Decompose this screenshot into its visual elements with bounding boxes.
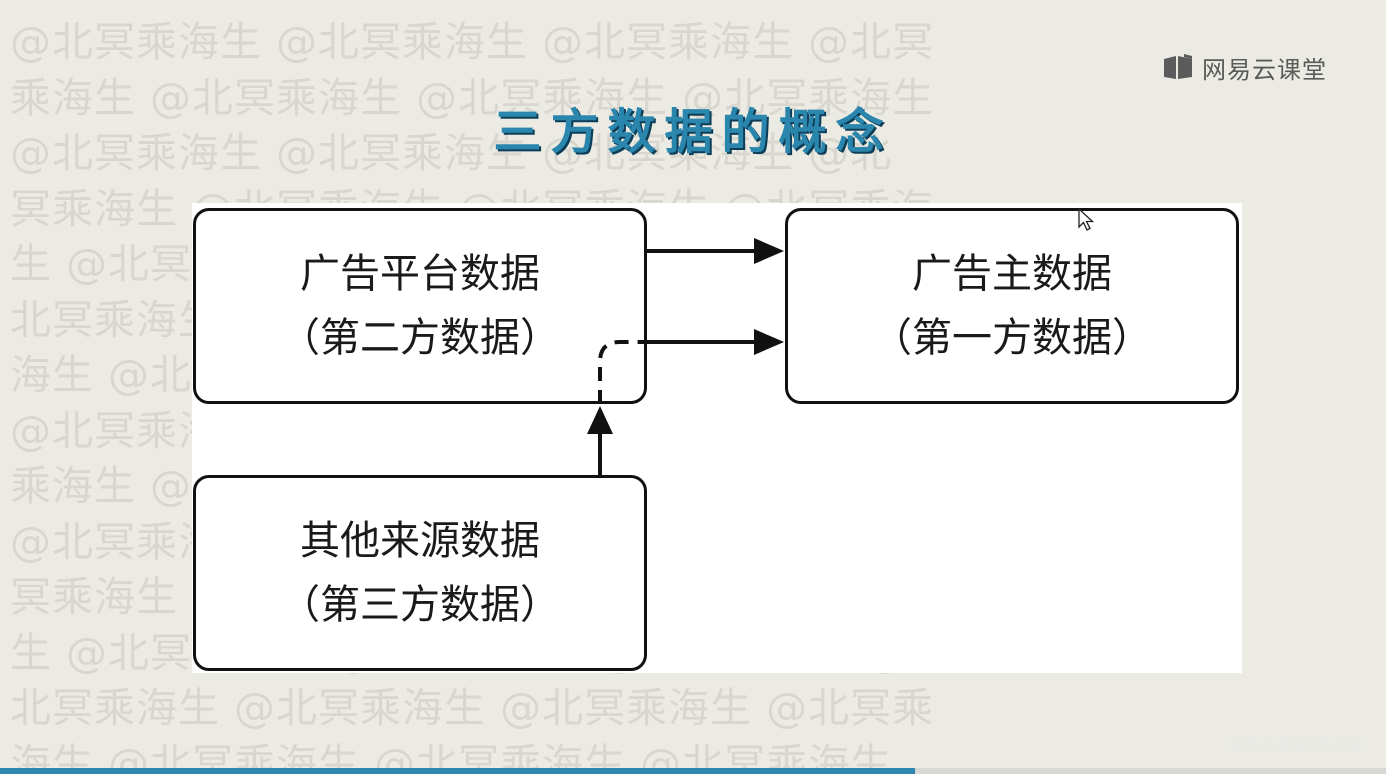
book-icon (1164, 54, 1192, 79)
node-advertiser-data: 广告主数据 （第一方数据） (785, 208, 1239, 404)
node-label: 广告主数据 (912, 251, 1112, 297)
logo-text: 网易云课堂 (1202, 55, 1327, 84)
credit-text: @稀土掘金技术社区 (1228, 735, 1364, 753)
node-label: 其他来源数据 (300, 518, 540, 564)
progress-fill (0, 768, 915, 774)
watermark-line: 北冥乘海生 @北冥乘海生 @北冥乘海生 @北冥乘 (10, 684, 935, 732)
node-other-source-data: 其他来源数据 （第三方数据） (193, 475, 647, 671)
node-label: 广告平台数据 (300, 251, 540, 297)
slide-title: 三方数据的概念 (493, 104, 893, 160)
logo: 网易云课堂 (1162, 50, 1327, 84)
node-sublabel: （第三方数据） (280, 582, 560, 628)
node-sublabel: （第二方数据） (280, 315, 560, 361)
mouse-pointer-icon (1078, 207, 1095, 231)
node-platform-data: 广告平台数据 （第二方数据） (193, 208, 647, 404)
progress-bar[interactable] (0, 768, 1386, 774)
watermark-line: @北冥乘海生 @北冥乘海生 @北冥乘海生 @北冥 (10, 18, 935, 66)
node-sublabel: （第一方数据） (872, 315, 1152, 361)
